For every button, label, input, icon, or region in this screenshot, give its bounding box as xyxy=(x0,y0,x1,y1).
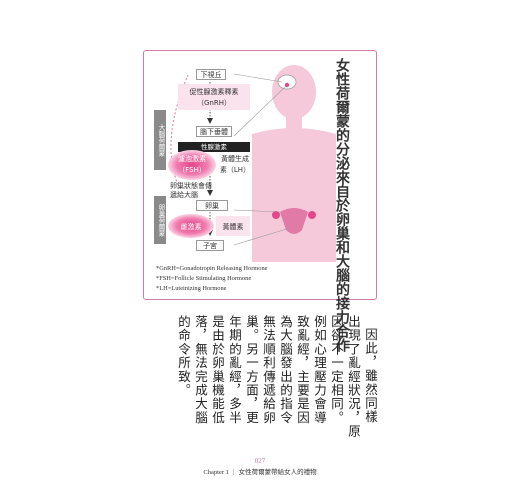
pituitary-box: 腦下垂體 xyxy=(196,126,232,137)
body-text-column: 為大腦發出的指令 xyxy=(278,315,293,425)
body-text-column: 年期的亂經，多半 xyxy=(227,315,242,425)
body-text-column: 的命令所致。 xyxy=(176,315,191,398)
footnote-gnrh: *GnRH=Gonadotropin Releasing Hormone xyxy=(156,265,268,272)
fsh-name-label: 濾泡激素 xyxy=(178,155,206,163)
feedback-label: 卵巢狀態會傳遞給大腦 xyxy=(170,182,212,199)
fsh-highlight xyxy=(168,150,216,180)
estrogen-label: 雌激素 xyxy=(180,223,202,231)
body-silhouette-illustration xyxy=(252,65,336,262)
body-text-column: 因此，雖然同樣 xyxy=(363,328,378,424)
ovary-left-icon xyxy=(272,211,280,219)
page-number: 027 xyxy=(254,457,266,465)
body-text-column: 致亂經，主要是因 xyxy=(295,315,310,425)
body-text-column: 因卻不一定相同。 xyxy=(329,315,344,425)
body-text-column: 巢。另一方面，更 xyxy=(244,315,259,425)
ovary-box: 卵巢 xyxy=(196,200,228,211)
side-tab-ovary-hormone: 卵巢荷爾蒙 xyxy=(154,196,166,244)
torso-shape xyxy=(252,128,336,262)
gonadotropin-bar: 性腺激素 xyxy=(178,142,250,152)
body-text-column: 例如心理壓力會導 xyxy=(312,315,327,425)
figure-frame xyxy=(143,50,377,300)
progesterone-label: 黃體素 xyxy=(222,223,244,231)
lh-abbr-label: 素（LH） xyxy=(219,166,251,174)
gnrh-abbr-label: （GnRH） xyxy=(197,99,231,107)
gnrh-zone xyxy=(178,84,250,110)
footnote-lh: *LH=Luteinizing Hormone xyxy=(156,285,227,292)
footnote-fsh: *FSH=Follicle Stimulating Hormone xyxy=(156,275,252,282)
fsh-abbr-label: （FSH） xyxy=(178,166,206,174)
uterus-icon xyxy=(280,208,308,234)
brain-icon xyxy=(277,74,297,90)
body-text-column: 無法順利傳遞給卵 xyxy=(261,315,276,425)
uterus-box: 子宮 xyxy=(196,240,224,251)
hypothalamus-box: 下視丘 xyxy=(196,69,226,80)
ovary-right-icon xyxy=(308,211,316,219)
side-tab-brain-hormone: 大腦荷爾蒙 xyxy=(154,110,166,170)
body-text-column: 出現了亂經狀況，原 xyxy=(346,315,361,439)
body-text-column: 落，無法完成大腦 xyxy=(193,315,208,425)
estrogen-highlight xyxy=(168,214,214,238)
chapter-running-footer: Chapter 1 ｜ 女性荷爾蒙帶給女人的禮物 xyxy=(203,469,317,476)
progesterone-zone xyxy=(216,216,250,236)
gnrh-label: 促性腺激素釋素 xyxy=(189,88,239,96)
body-text-column: 是由於卵巢機能低 xyxy=(210,315,225,425)
lh-name-label: 黃體生成 xyxy=(221,155,249,163)
figure-title: 女性荷爾蒙的分泌來自於卵巢和大腦的接力合作 xyxy=(334,58,350,352)
